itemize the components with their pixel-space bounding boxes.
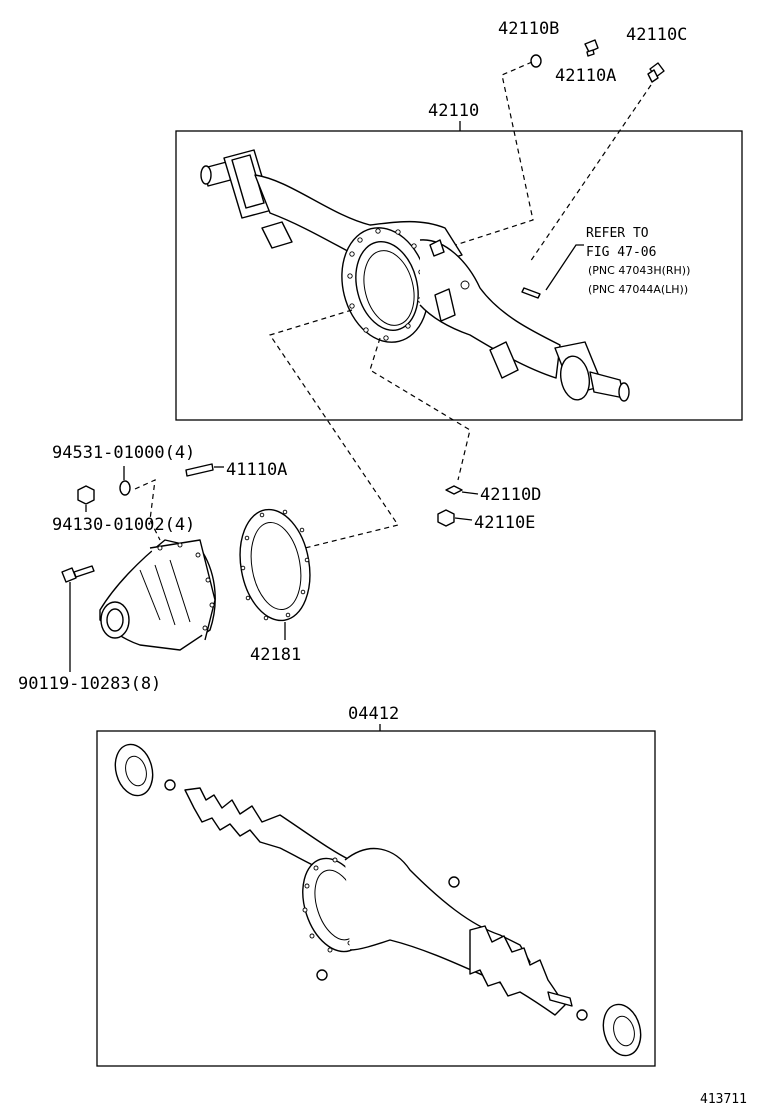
label-42110D: 42110D [480, 485, 541, 505]
label-42110E: 42110E [474, 513, 535, 533]
label-41110A: 41110A [226, 460, 287, 480]
refer-line-1: REFER TO [586, 226, 649, 241]
label-94130: 94130-01002(4) [52, 515, 195, 535]
axle-housing-frame [175, 130, 743, 421]
washer-42110D [445, 485, 479, 495]
label-42110A: 42110A [555, 66, 616, 86]
plug-42110A [584, 39, 599, 57]
figure-id: 413711 [700, 1092, 747, 1107]
refer-line-2: FIG 47-06 [586, 245, 656, 260]
refer-line-4: (PNC 47044A(LH)) [588, 283, 688, 296]
washer-42110B [530, 54, 542, 68]
washer-94531 [119, 466, 131, 496]
differential-carrier [99, 539, 216, 651]
bolt-90119 [61, 565, 95, 672]
breather-42110C [647, 62, 665, 83]
axle-housing-42110 [200, 149, 630, 402]
stud-41110A [185, 463, 224, 477]
label-90119: 90119-10283(8) [18, 674, 161, 694]
nut-94130 [77, 485, 95, 512]
label-42110C: 42110C [626, 25, 687, 45]
axle-assembly-04412 [114, 743, 642, 1057]
plug-42110E [437, 509, 473, 527]
refer-line-3: (PNC 47043H(RH)) [588, 264, 690, 277]
label-04412: 04412 [348, 704, 399, 724]
label-42110: 42110 [428, 101, 479, 121]
label-42110B: 42110B [498, 19, 559, 39]
assembly-frame [96, 730, 656, 1067]
label-42181: 42181 [250, 645, 301, 665]
gasket-42181 [239, 508, 311, 640]
label-94531: 94531-01000(4) [52, 443, 195, 463]
